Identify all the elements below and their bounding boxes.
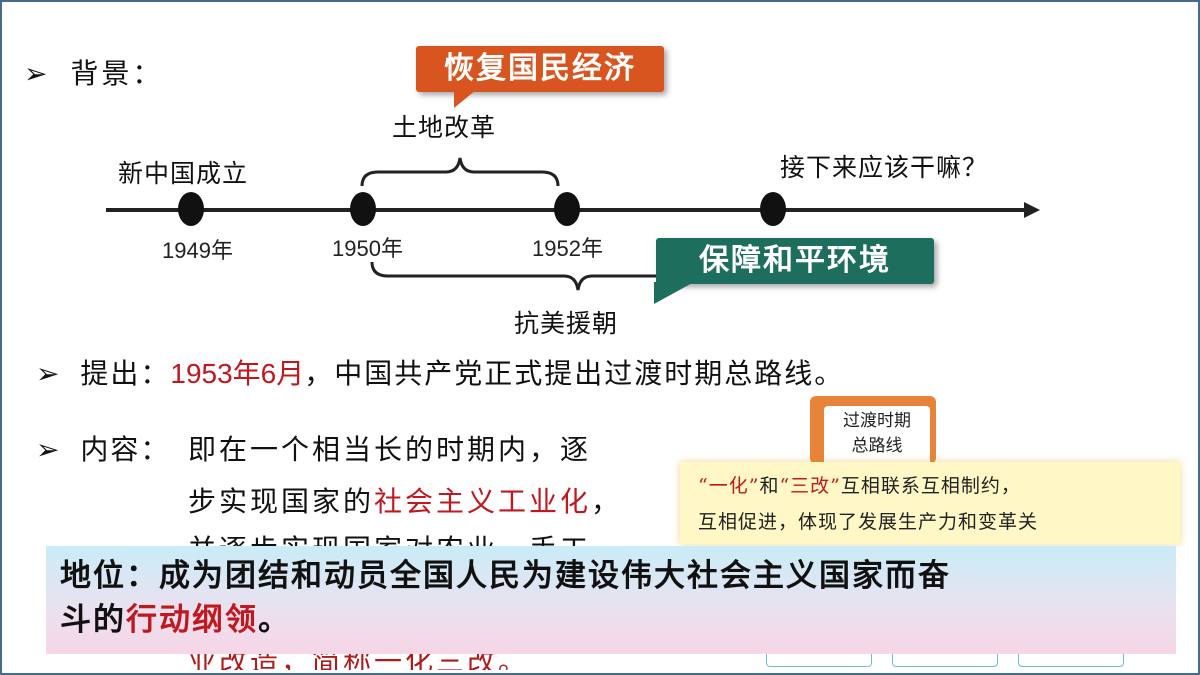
note-line-2: 互相促进，体现了发展生产力和变革关 bbox=[698, 511, 1039, 533]
status-label: 地位： bbox=[60, 558, 159, 594]
note-three-transformations: “三改” bbox=[779, 475, 841, 497]
content-line-2-b: ， bbox=[591, 485, 623, 518]
question-text: 接下来应该干嘛？ bbox=[780, 153, 989, 182]
timeline-dot-next bbox=[760, 192, 786, 226]
callout-restore-economy: 恢复国民经济 bbox=[416, 46, 664, 108]
content-line-2: 步实现国家的社会主义工业化， bbox=[188, 480, 622, 520]
timeline-dot-1949 bbox=[178, 192, 204, 226]
proposal-label: 提出： bbox=[80, 357, 171, 390]
timeline-arrow-icon bbox=[1024, 202, 1040, 218]
tag-transition-line: 过渡时期 总路线 bbox=[824, 406, 930, 467]
status-text-end: 。 bbox=[258, 602, 291, 638]
year-1949: 1949年 bbox=[162, 238, 233, 263]
timeline-dot-1952 bbox=[554, 192, 580, 226]
bullet-arrow-icon: ➢ bbox=[36, 357, 60, 390]
event-new-china: 新中国成立 bbox=[118, 159, 249, 188]
hidden-button-2 bbox=[892, 652, 998, 667]
proposal-row: ➢ 提出：1953年6月，中国共产党正式提出过渡时期总路线。 bbox=[36, 352, 844, 392]
note-line-1: “一化”和“三改”互相联系互相制约， bbox=[698, 468, 1170, 504]
top-brace bbox=[360, 157, 560, 187]
content-line-2-a: 步实现国家的 bbox=[188, 485, 375, 518]
content-line-1: 即在一个相当长的时期内，逐 bbox=[188, 433, 592, 466]
callout-tail-green bbox=[654, 282, 694, 304]
callout-ensure-peace-text: 保障和平环境 bbox=[699, 243, 891, 278]
content-label: 内容： bbox=[80, 433, 171, 466]
brace-label-resist-america: 抗美援朝 bbox=[514, 309, 619, 338]
hidden-button-1 bbox=[766, 652, 872, 667]
hidden-button-3 bbox=[1018, 652, 1124, 667]
callout-restore-economy-text: 恢复国民经济 bbox=[444, 51, 636, 86]
year-1952: 1952年 bbox=[532, 236, 603, 261]
timeline-dot-1950 bbox=[350, 192, 376, 226]
note-and: 和 bbox=[759, 475, 780, 497]
bullet-arrow-icon: ➢ bbox=[24, 57, 48, 90]
brace-label-land-reform: 土地改革 bbox=[392, 113, 497, 142]
callout-tail bbox=[454, 90, 476, 108]
status-line-2: 斗的行动纲领。 bbox=[60, 598, 1162, 642]
tag-line-1: 过渡时期 bbox=[843, 411, 911, 431]
tag-line-2: 总路线 bbox=[851, 436, 903, 456]
background-label: 背景： bbox=[70, 57, 164, 90]
status-text-a: 成为团结和动员全国人民为建设伟大社会主义国家而奋 bbox=[159, 558, 951, 594]
content-line-3: 并逐步实现国家对农业、手工 bbox=[188, 528, 591, 548]
proposal-text: ，中国共产党正式提出过渡时期总路线。 bbox=[304, 357, 845, 390]
bullet-arrow-icon: ➢ bbox=[36, 433, 60, 466]
note-line-1-rest: 互相联系互相制约， bbox=[840, 475, 1021, 497]
status-line-1: 地位：成为团结和动员全国人民为建设伟大社会主义国家而奋 bbox=[60, 554, 1162, 598]
proposal-date: 1953年6月 bbox=[170, 358, 305, 389]
bottom-brace bbox=[370, 261, 664, 291]
year-1950: 1950年 bbox=[332, 236, 403, 261]
status-banner: 地位：成为团结和动员全国人民为建设伟大社会主义国家而奋 斗的行动纲领。 bbox=[46, 546, 1176, 654]
note-box: “一化”和“三改”互相联系互相制约， 互相促进，体现了发展生产力和变革关 bbox=[680, 462, 1180, 544]
status-action-program: 行动纲领 bbox=[126, 602, 258, 638]
background-row: ➢ 背景： bbox=[24, 52, 163, 92]
content-industrialization: 社会主义工业化 bbox=[374, 485, 592, 518]
status-text-b: 斗的 bbox=[60, 602, 126, 638]
callout-ensure-peace: 保障和平环境 bbox=[654, 238, 934, 304]
content-row: ➢ 内容： bbox=[36, 428, 170, 468]
note-one-modernization: “一化” bbox=[698, 475, 760, 497]
